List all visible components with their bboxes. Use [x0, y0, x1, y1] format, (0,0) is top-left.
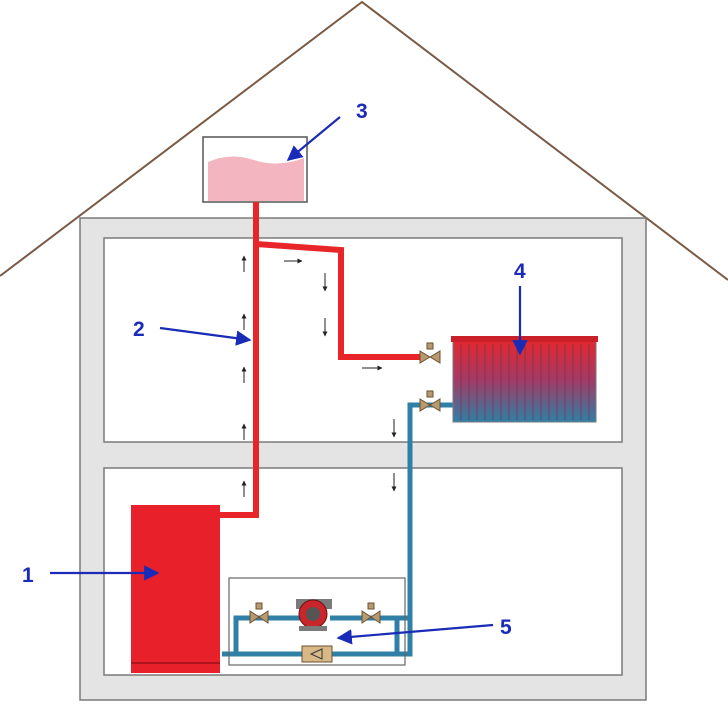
callout-arrows: [50, 116, 528, 645]
circulation-pump-icon: [296, 599, 332, 631]
valve-icon: [361, 602, 381, 624]
boiler: [131, 505, 220, 673]
roof: [0, 0, 728, 281]
radiator-fins: [460, 344, 590, 420]
valve-icon: [419, 342, 441, 364]
expansion-tank: [202, 136, 308, 203]
flow-arrows: [241, 255, 397, 497]
callout-pump-bypass: 5: [500, 616, 512, 639]
valve-icon: [249, 602, 269, 624]
radiator: [451, 336, 598, 423]
callout-expansion-tank: 3: [356, 100, 368, 123]
callout-supply-riser: 2: [133, 318, 145, 341]
valve-icon: [419, 390, 441, 412]
house-walls: [79, 217, 647, 701]
callout-boiler: 1: [22, 564, 34, 587]
supply-pipes: [220, 202, 420, 518]
check-valve-icon: [301, 645, 333, 663]
callout-radiator: 4: [514, 260, 526, 283]
pump-bypass-unit: [228, 577, 406, 666]
